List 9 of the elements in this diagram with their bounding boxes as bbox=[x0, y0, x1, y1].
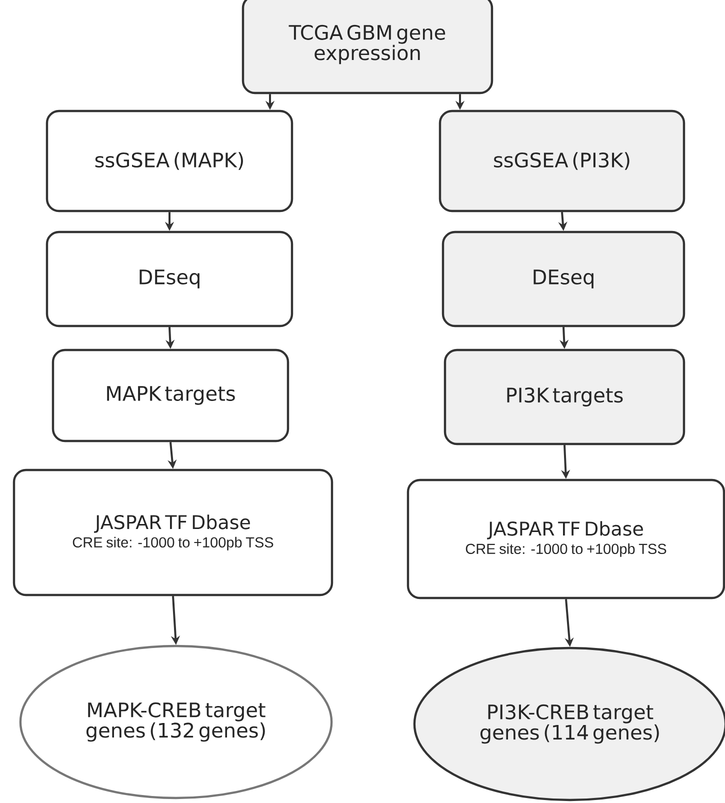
process-box: TCGA GBM gene expression bbox=[242, 0, 494, 94]
process-box: DEseq bbox=[442, 230, 686, 328]
process-box: DEseq bbox=[46, 230, 294, 328]
process-box: ssGSEA (PI3K) bbox=[438, 110, 686, 212]
process-box: JASPAR TF Dbase CRE site: -1000 to +100pb TSS bbox=[12, 468, 334, 596]
process-box: MAPK targets bbox=[52, 348, 290, 442]
process-box: JASPAR TF Dbase CRE site: -1000 to +100pb TSS bbox=[406, 478, 725, 600]
process-box: ssGSEA (MAPK) bbox=[46, 110, 294, 212]
process-box: PI3K targets bbox=[444, 348, 686, 446]
